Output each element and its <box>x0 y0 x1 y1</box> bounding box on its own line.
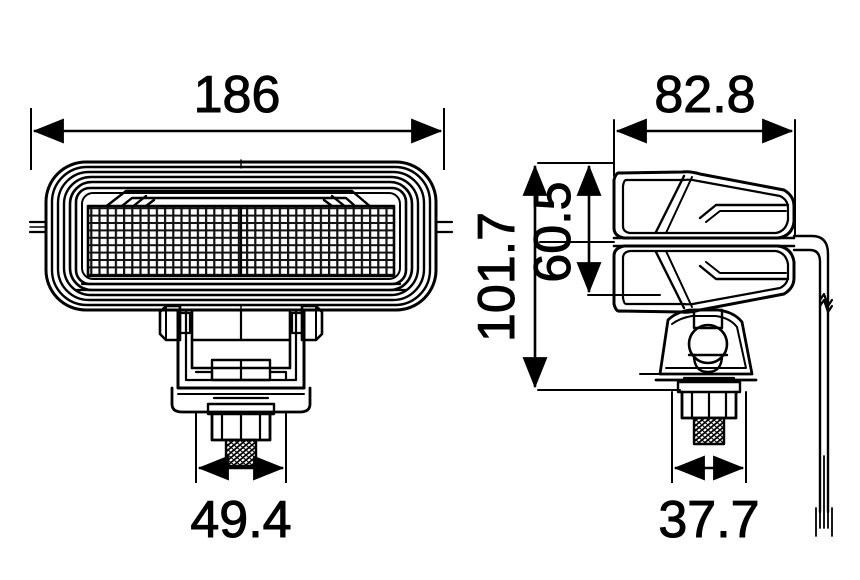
side-housing-upper <box>612 170 796 240</box>
side-extension-lines <box>537 119 796 479</box>
dimension-label-186: 186 <box>194 66 281 124</box>
front-bezel-side-lugs <box>28 220 454 234</box>
front-right-hex-bolt <box>290 304 324 342</box>
dimension-label-60-5: 60.5 <box>524 181 582 282</box>
side-power-cable <box>792 234 834 537</box>
dimension-label-82-8: 82.8 <box>654 66 755 124</box>
dimension-annotations: 186 49.4 82.8 101.7 60.5 <box>30 66 794 550</box>
dimension-height-overall: 101.7 <box>468 164 548 389</box>
side-view <box>537 119 834 537</box>
front-lens-mesh <box>86 204 396 278</box>
dimension-label-49-4: 49.4 <box>190 491 291 549</box>
dimension-label-37-7: 37.7 <box>658 491 759 549</box>
front-left-hex-bolt <box>158 304 192 342</box>
front-view <box>28 159 454 479</box>
dimension-width-overall: 186 <box>30 66 445 170</box>
side-stud-nut <box>676 376 742 446</box>
dimension-height-housing: 60.5 <box>524 164 602 294</box>
dimension-depth-overall: 82.8 <box>615 66 794 144</box>
dimension-label-101-7: 101.7 <box>468 212 526 342</box>
front-mount-bracket <box>170 308 312 414</box>
dimension-mount-depth: 37.7 <box>658 450 760 550</box>
front-bottom-frame-lines <box>74 282 408 292</box>
side-pivot-bracket <box>639 308 758 382</box>
dimension-mount-width: 49.4 <box>190 450 292 550</box>
